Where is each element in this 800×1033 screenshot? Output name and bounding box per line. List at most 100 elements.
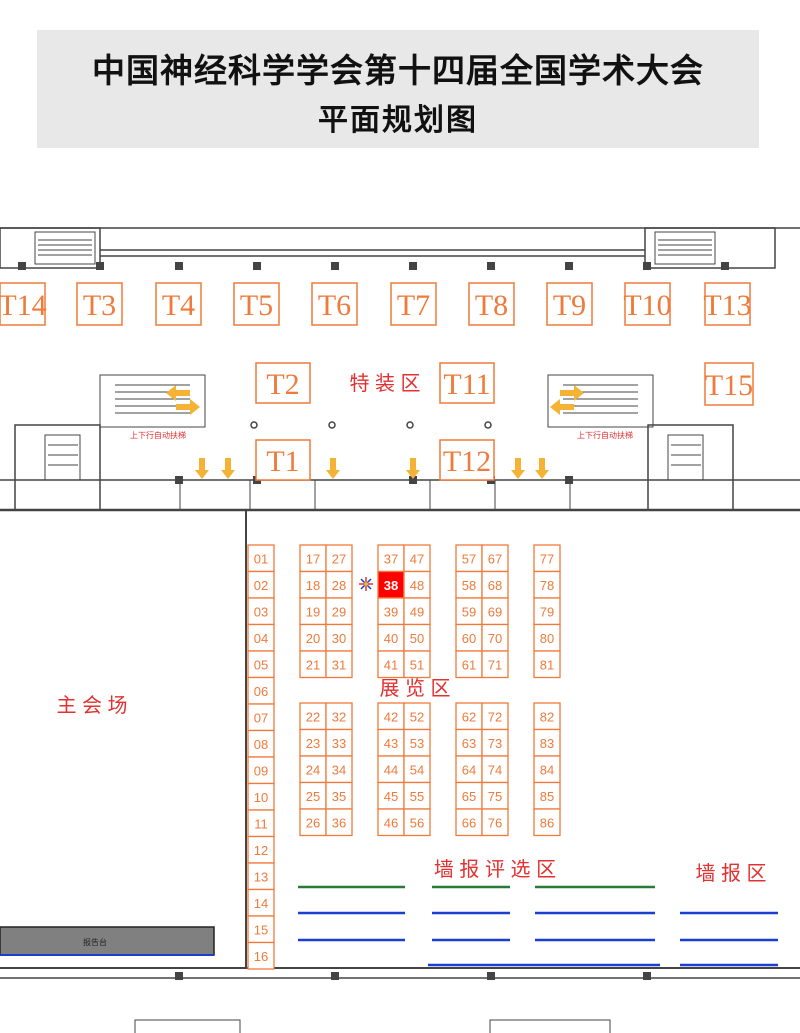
booth-label: 51 bbox=[410, 657, 424, 672]
booth-07: 07 bbox=[247, 703, 275, 732]
booth-label: 57 bbox=[462, 551, 476, 566]
booth-label: 69 bbox=[488, 604, 502, 619]
booth-86: 86 bbox=[533, 808, 561, 837]
booth-41: 41 bbox=[377, 650, 405, 679]
booth-08: 08 bbox=[247, 729, 275, 758]
booth-label: 67 bbox=[488, 551, 502, 566]
booth-53: 53 bbox=[403, 728, 431, 757]
booth-label: 19 bbox=[306, 604, 320, 619]
booth-label: 85 bbox=[540, 789, 554, 804]
booth-84: 84 bbox=[533, 755, 561, 784]
t-booth-t12: T12 bbox=[439, 439, 495, 481]
booth-25: 25 bbox=[299, 781, 327, 810]
t-booth-t6: T6 bbox=[311, 282, 358, 326]
booth-77: 77 bbox=[533, 544, 561, 573]
booth-label: 65 bbox=[462, 789, 476, 804]
booth-label: 01 bbox=[254, 551, 268, 566]
booth-76: 76 bbox=[481, 808, 509, 837]
booth-label: 24 bbox=[306, 762, 320, 777]
booth-30: 30 bbox=[325, 623, 353, 652]
booth-71: 71 bbox=[481, 650, 509, 679]
booth-28: 28 bbox=[325, 570, 353, 599]
booth-74: 74 bbox=[481, 755, 509, 784]
booth-label: 80 bbox=[540, 631, 554, 646]
booth-85: 85 bbox=[533, 781, 561, 810]
booth-label: 66 bbox=[462, 815, 476, 830]
t-booth-t4: T4 bbox=[155, 282, 202, 326]
booth-39: 39 bbox=[377, 597, 405, 626]
booth-label: 49 bbox=[410, 604, 424, 619]
booth-34: 34 bbox=[325, 755, 353, 784]
booth-70: 70 bbox=[481, 623, 509, 652]
booth-13: 13 bbox=[247, 862, 275, 891]
booth-59: 59 bbox=[455, 597, 483, 626]
booth-label: 35 bbox=[332, 789, 346, 804]
booth-32: 32 bbox=[325, 702, 353, 731]
booth-label: 14 bbox=[254, 896, 268, 911]
title-line-2: 平面规划图 bbox=[318, 103, 478, 138]
booth-label: 47 bbox=[410, 551, 424, 566]
booth-27: 27 bbox=[325, 544, 353, 573]
booth-label: 74 bbox=[488, 762, 502, 777]
booth-52: 52 bbox=[403, 702, 431, 731]
booth-36: 36 bbox=[325, 808, 353, 837]
escalator-label-left: 上下行自动扶梯 bbox=[130, 430, 186, 440]
booth-label: 70 bbox=[488, 631, 502, 646]
booth-43: 43 bbox=[377, 728, 405, 757]
booth-63: 63 bbox=[455, 728, 483, 757]
booth-29: 29 bbox=[325, 597, 353, 626]
booth-label: 22 bbox=[306, 709, 320, 724]
booth-label: 78 bbox=[540, 578, 554, 593]
booth-11: 11 bbox=[247, 809, 275, 838]
booth-37: 37 bbox=[377, 544, 405, 573]
booth-label: 38 bbox=[384, 578, 398, 593]
t-booth-t1: T1 bbox=[255, 439, 311, 481]
booth-label: 23 bbox=[306, 736, 320, 751]
booth-label: 43 bbox=[384, 736, 398, 751]
booth-label: 17 bbox=[306, 551, 320, 566]
booth-14: 14 bbox=[247, 888, 275, 917]
title-line-1: 中国神经科学学会第十四届全国学术大会 bbox=[92, 51, 704, 90]
booth-label: 63 bbox=[462, 736, 476, 751]
booth-label: 03 bbox=[254, 604, 268, 619]
t-booth-label: T15 bbox=[705, 369, 753, 402]
booth-10: 10 bbox=[247, 782, 275, 811]
booth-label: 50 bbox=[410, 631, 424, 646]
booth-label: 71 bbox=[488, 657, 502, 672]
t-booth-label: T1 bbox=[266, 445, 299, 478]
booth-38: 38 bbox=[377, 570, 405, 599]
booth-label: 37 bbox=[384, 551, 398, 566]
title-banner: 中国神经科学学会第十四届全国学术大会 平面规划图 bbox=[37, 30, 759, 148]
t-booth-label: T7 bbox=[397, 289, 430, 322]
booth-label: 31 bbox=[332, 657, 346, 672]
t-booth-t7: T7 bbox=[390, 282, 437, 326]
booth-label: 72 bbox=[488, 709, 502, 724]
booth-23: 23 bbox=[299, 728, 327, 757]
escalator-label-right: 上下行自动扶梯 bbox=[577, 430, 633, 440]
booth-81: 81 bbox=[533, 650, 561, 679]
booth-18: 18 bbox=[299, 570, 327, 599]
booth-26: 26 bbox=[299, 808, 327, 837]
booth-label: 21 bbox=[306, 657, 320, 672]
booth-21: 21 bbox=[299, 650, 327, 679]
booth-61: 61 bbox=[455, 650, 483, 679]
t-booth-label: T8 bbox=[475, 289, 508, 322]
poster-boards bbox=[298, 885, 778, 967]
booth-16: 16 bbox=[247, 941, 275, 970]
t-booth-label: T6 bbox=[318, 289, 351, 322]
booth-label: 27 bbox=[332, 551, 346, 566]
t-booth-label: T2 bbox=[266, 368, 299, 401]
booth-label: 46 bbox=[384, 815, 398, 830]
zone-poster: 墙 报 区 bbox=[695, 862, 766, 885]
t-booth-label: T4 bbox=[162, 289, 195, 322]
booth-78: 78 bbox=[533, 570, 561, 599]
booth-label: 34 bbox=[332, 762, 346, 777]
t-booth-label: T12 bbox=[443, 445, 491, 478]
booth-label: 58 bbox=[462, 578, 476, 593]
booth-label: 02 bbox=[254, 578, 268, 593]
booth-label: 52 bbox=[410, 709, 424, 724]
booth-label: 53 bbox=[410, 736, 424, 751]
booth-05: 05 bbox=[247, 650, 275, 679]
